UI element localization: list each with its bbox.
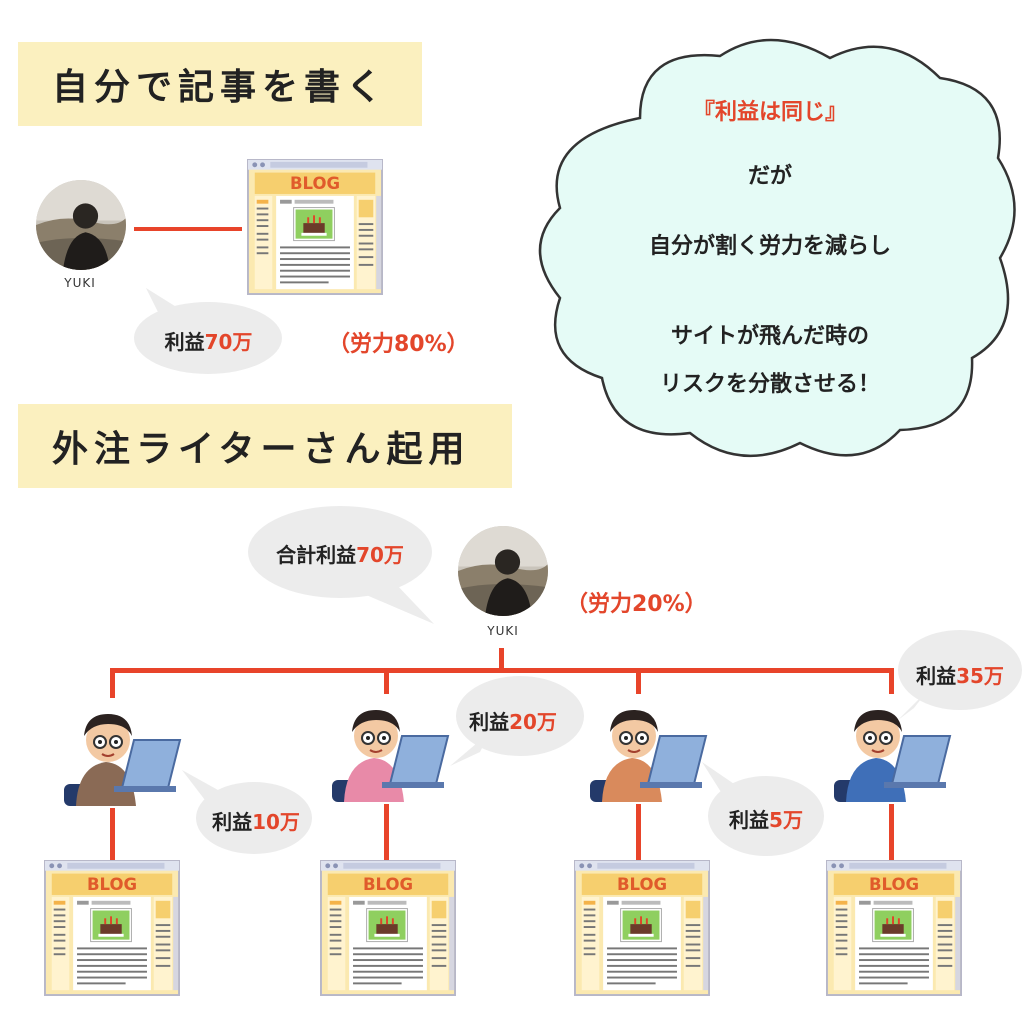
writer-2-profit-label: 利益 (469, 710, 510, 734)
summary-cloud (538, 38, 1016, 458)
top-effort-text: （労力80%） (328, 332, 469, 357)
cloud-title: 『利益は同じ』 (692, 100, 847, 125)
writer-1-blog-line (110, 808, 115, 860)
blog-page-top (247, 158, 383, 296)
writer-1-profit-label: 利益 (212, 810, 253, 834)
speech-bubble-writer-4 (898, 630, 1022, 720)
cloud-line-2: だが (747, 164, 792, 189)
writer-3 (588, 696, 708, 806)
top-profit-label: 利益 (164, 330, 205, 354)
tree-drop-2 (384, 668, 389, 694)
cloud-line-4: サイトが飛んだ時の (670, 324, 869, 349)
yuki-avatar-bottom (458, 526, 548, 616)
writer-3-profit-label: 利益 (729, 808, 770, 832)
tree-drop-4 (889, 668, 894, 694)
writer-2 (330, 696, 450, 806)
writer-4-profit-label: 利益 (916, 664, 957, 688)
section-title-outsource: 外注ライターさん起用 (18, 404, 512, 488)
speech-bubble-total-profit (248, 506, 434, 624)
tree-drop-1 (110, 668, 115, 698)
speech-bubble-top-profit (134, 288, 282, 374)
yuki-label-top: YUKI (64, 276, 96, 290)
cloud-line-3: 自分が割く労力を減らし (648, 234, 891, 259)
blog-page-writer-3 (574, 858, 710, 998)
section-title-self: 自分で記事を書く (18, 42, 422, 126)
blog-page-writer-2 (320, 858, 456, 998)
tree-trunk (499, 648, 504, 672)
writer-1 (62, 700, 182, 810)
writer-3-profit: 利益5万 (706, 804, 826, 833)
blog-page-writer-1 (44, 858, 180, 998)
writer-4-profit: 利益35万 (898, 660, 1022, 689)
yuki-label-bottom: YUKI (487, 624, 519, 638)
total-profit-amount: 70万 (356, 543, 404, 567)
section-title-self-text: 自分で記事を書く (52, 67, 389, 108)
bottom-effort-text: （労力20%） (566, 592, 707, 617)
total-profit-text: 合計利益70万 (250, 539, 430, 568)
total-profit-label: 合計利益 (276, 543, 357, 567)
writer-3-profit-amount: 5万 (769, 808, 803, 832)
writer-4-profit-amount: 35万 (956, 664, 1004, 688)
connector-line-top (134, 227, 242, 231)
tree-drop-3 (636, 668, 641, 694)
writer-2-profit: 利益20万 (448, 706, 578, 735)
blog-page-writer-4 (826, 858, 962, 998)
yuki-avatar-top (36, 180, 126, 270)
top-profit-text: 利益70万 (126, 326, 291, 355)
speech-bubble-writer-3 (702, 762, 824, 856)
cloud-line-5: リスクを分散させる！ (659, 372, 880, 397)
writer-2-profit-amount: 20万 (509, 710, 557, 734)
writer-3-blog-line (636, 804, 641, 860)
speech-bubble-writer-1 (182, 770, 312, 854)
writer-1-profit-amount: 10万 (252, 810, 300, 834)
writer-2-blog-line (384, 804, 389, 860)
section-title-outsource-text: 外注ライターさん起用 (52, 429, 471, 470)
writer-1-profit: 利益10万 (196, 806, 316, 835)
tree-branch (110, 668, 894, 673)
speech-bubble-writer-2 (450, 676, 584, 766)
writer-4-blog-line (889, 804, 894, 860)
top-profit-amount: 70万 (204, 330, 253, 354)
